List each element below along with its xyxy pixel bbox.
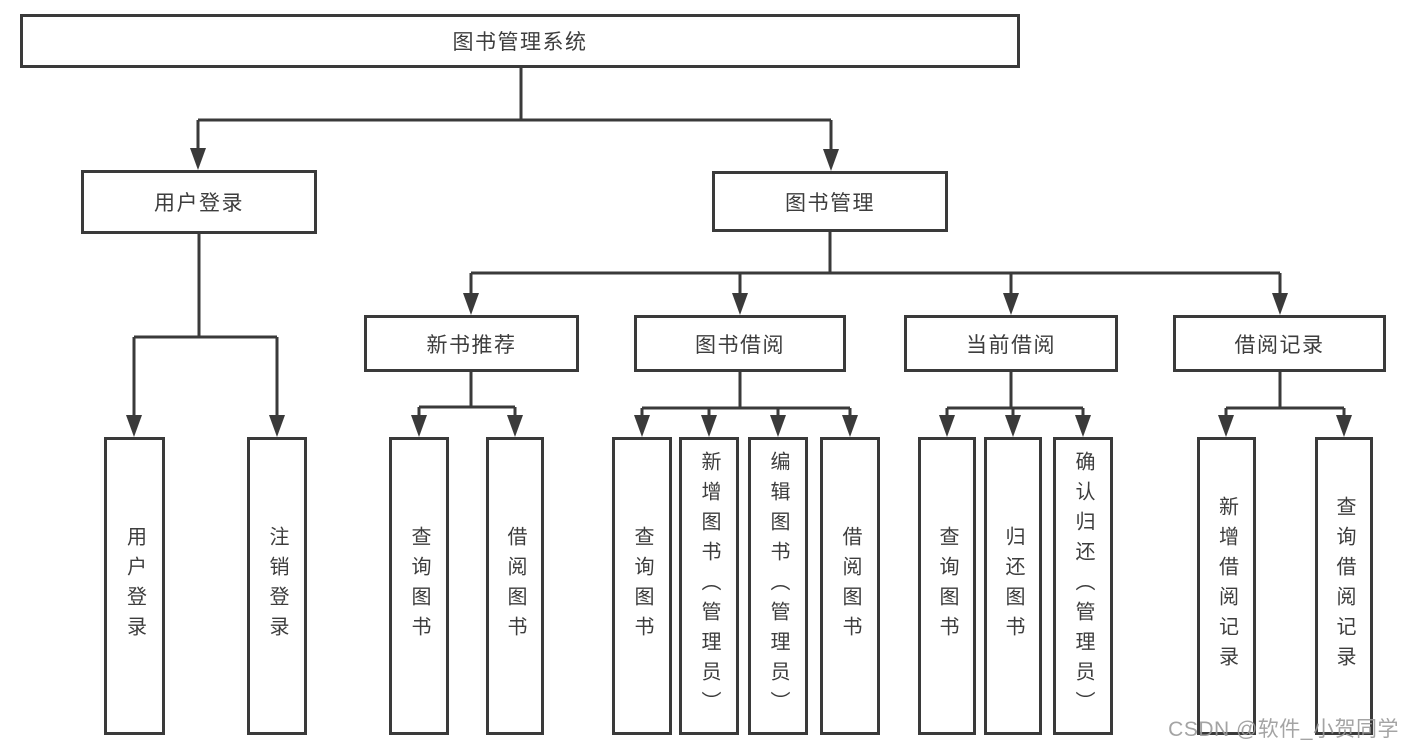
leaf-return-books: 归还图书 <box>984 437 1042 735</box>
node-book-borrow-label: 图书借阅 <box>695 333 785 357</box>
leaf-query-books-borrow-label: 查询图书 <box>631 526 653 646</box>
leaf-confirm-return-admin-label: 确认归还（管理员） <box>1072 451 1094 721</box>
leaf-add-book-admin-label: 新增图书（管理员） <box>698 451 720 721</box>
leaf-borrow-books-label: 借阅图书 <box>839 526 861 646</box>
leaf-logout-label: 注销登录 <box>266 526 288 646</box>
leaf-user-login-label: 用户登录 <box>123 526 146 646</box>
leaf-add-book-admin: 新增图书（管理员） <box>679 437 739 735</box>
node-user-login-label: 用户登录 <box>154 192 244 215</box>
leaf-edit-book-admin: 编辑图书（管理员） <box>748 437 808 735</box>
leaf-borrow-books: 借阅图书 <box>820 437 880 735</box>
leaf-query-books-borrow: 查询图书 <box>612 437 672 735</box>
node-book-borrow: 图书借阅 <box>634 315 846 372</box>
leaf-borrow-books-recommend: 借阅图书 <box>486 437 544 735</box>
node-book-management: 图书管理 <box>712 171 948 232</box>
leaf-add-borrow-record: 新增借阅记录 <box>1197 437 1256 735</box>
node-borrow-records-label: 借阅记录 <box>1234 333 1325 357</box>
leaf-edit-book-admin-label: 编辑图书（管理员） <box>767 451 789 721</box>
leaf-logout: 注销登录 <box>247 437 307 735</box>
leaf-query-books-recommend: 查询图书 <box>389 437 449 735</box>
leaf-user-login: 用户登录 <box>104 437 165 735</box>
csdn-watermark: CSDN @软件_小贺同学 <box>1168 718 1399 741</box>
leaf-return-books-label: 归还图书 <box>1002 526 1024 646</box>
leaf-borrow-books-recommend-label: 借阅图书 <box>504 526 526 646</box>
leaf-query-books-recommend-label: 查询图书 <box>408 526 430 646</box>
node-book-management-label: 图书管理 <box>785 191 875 215</box>
node-current-borrow: 当前借阅 <box>904 315 1118 372</box>
node-borrow-records: 借阅记录 <box>1173 315 1386 372</box>
node-library-system-label: 图书管理系统 <box>452 31 588 54</box>
leaf-query-books-current: 查询图书 <box>918 437 976 735</box>
leaf-query-books-current-label: 查询图书 <box>936 526 958 646</box>
leaf-query-borrow-record: 查询借阅记录 <box>1315 437 1373 735</box>
node-new-book-recommend: 新书推荐 <box>364 315 579 372</box>
leaf-add-borrow-record-label: 新增借阅记录 <box>1215 496 1238 676</box>
node-new-book-recommend-label: 新书推荐 <box>426 333 517 357</box>
node-user-login: 用户登录 <box>81 170 317 234</box>
leaf-confirm-return-admin: 确认归还（管理员） <box>1053 437 1113 735</box>
arrowheads <box>126 148 1352 437</box>
node-library-system: 图书管理系统 <box>20 14 1020 68</box>
node-current-borrow-label: 当前借阅 <box>966 333 1056 357</box>
leaf-query-borrow-record-label: 查询借阅记录 <box>1333 496 1355 676</box>
